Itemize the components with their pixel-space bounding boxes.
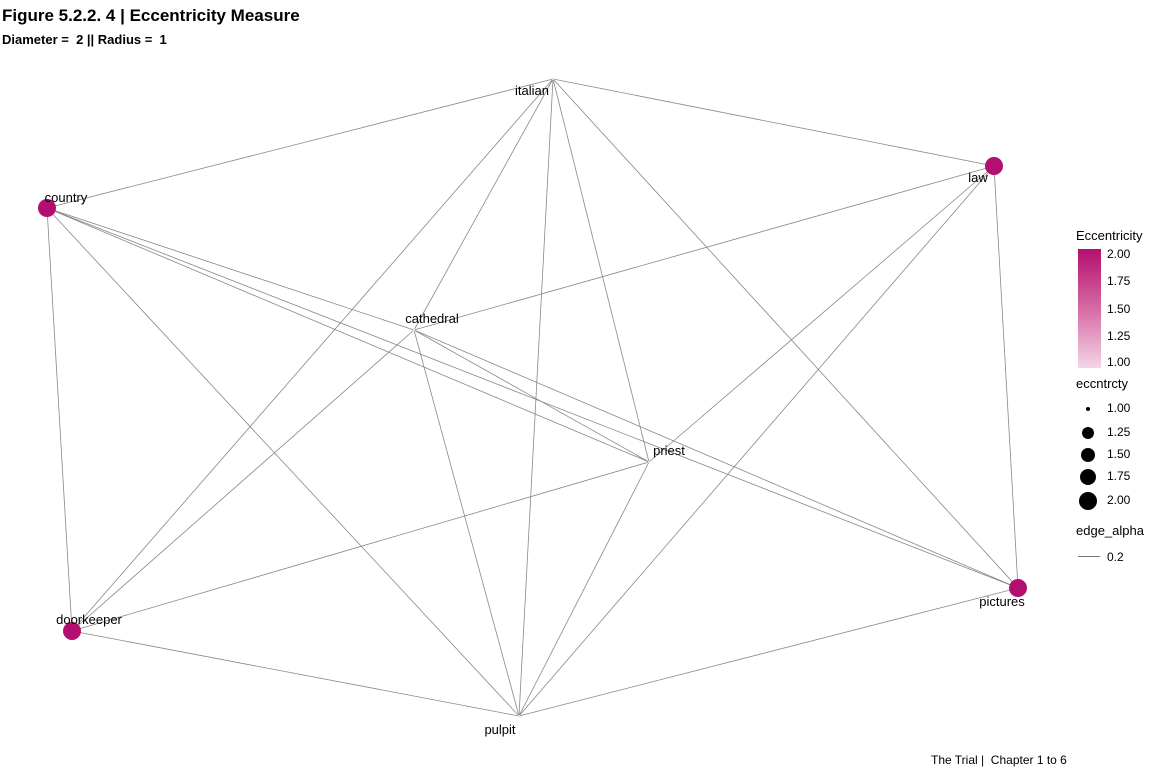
colorbar-tick: 1.50 (1107, 302, 1131, 316)
size-legend-item: 1.75 (1076, 466, 1152, 488)
edge-pictures-pulpit (518, 587, 1019, 717)
edge-italian-law (552, 78, 995, 167)
size-legend-label: 1.75 (1107, 469, 1131, 483)
size-dot (1080, 469, 1096, 485)
edge-priest-doorkeeper (71, 461, 650, 632)
colorbar-tick: 1.75 (1107, 274, 1131, 288)
edge-priest-pulpit (518, 461, 650, 717)
label-layer: italian law country cathedral priest pictures… (45, 83, 1026, 737)
node-label-law: law (968, 170, 988, 185)
edge-italian-cathedral (413, 78, 554, 331)
node-layer (38, 77, 1027, 718)
node-cathedral (412, 328, 416, 332)
edge-line-sample (1078, 556, 1100, 557)
colorbar-tick: 1.25 (1107, 329, 1131, 343)
edge-law-pulpit (518, 165, 995, 717)
edge-italian-priest (552, 78, 650, 463)
edge-country-doorkeeper (46, 207, 73, 632)
size-dot (1081, 448, 1095, 462)
edge-doorkeeper-pulpit (71, 630, 520, 717)
colorbar-tick: 1.00 (1107, 355, 1131, 369)
node-priest (647, 460, 651, 464)
node-italian (551, 77, 555, 81)
edge-country-priest (46, 207, 650, 463)
node-pictures (1009, 579, 1027, 597)
size-legend-item: 1.50 (1076, 444, 1152, 466)
edge-law-pictures (993, 165, 1019, 589)
size-legend-label: 1.00 (1107, 401, 1131, 415)
edge-law-priest (648, 165, 995, 463)
edge-alpha-legend-item: 0.2 (1076, 548, 1152, 566)
size-legend-label: 2.00 (1107, 493, 1131, 507)
figure-subtitle: Diameter = 2 || Radius = 1 (2, 32, 167, 47)
colorbar-tick: 2.00 (1107, 247, 1131, 261)
eccentricity-legend-title: Eccentricity (1076, 228, 1143, 243)
node-pulpit (517, 714, 521, 718)
edge-cathedral-priest (413, 329, 650, 463)
node-label-priest: priest (653, 443, 685, 458)
edge-italian-doorkeeper (71, 78, 554, 632)
edge-cathedral-doorkeeper (71, 329, 415, 632)
figure-title: Figure 5.2.2. 4 | Eccentricity Measure (2, 6, 300, 25)
size-legend-label: 1.50 (1107, 447, 1131, 461)
node-label-pulpit: pulpit (484, 722, 515, 737)
size-legend-item: 1.00 (1076, 398, 1152, 420)
node-label-doorkeeper: doorkeeper (56, 612, 122, 627)
edge-cathedral-pulpit (413, 329, 520, 717)
size-dot (1082, 427, 1094, 439)
size-legend-label: 1.25 (1107, 425, 1131, 439)
node-label-pictures: pictures (979, 594, 1025, 609)
node-label-cathedral: cathedral (405, 311, 459, 326)
size-legend-title: eccntrcty (1076, 376, 1129, 391)
edge-alpha-legend-title: edge_alpha (1076, 523, 1144, 538)
node-country (38, 199, 56, 217)
figure-caption: The Trial | Chapter 1 to 6 (931, 753, 1067, 767)
edge-country-cathedral (46, 207, 415, 331)
size-legend-item: 2.00 (1076, 490, 1152, 512)
edge-country-pulpit (46, 207, 520, 717)
node-label-italian: italian (515, 83, 549, 98)
edge-cathedral-pictures (413, 329, 1019, 589)
edge-italian-pictures (552, 78, 1019, 589)
edge-country-pictures (46, 207, 1019, 589)
size-dot (1086, 407, 1090, 411)
edge-italian-pulpit (518, 78, 554, 717)
node-label-country: country (45, 190, 88, 205)
node-doorkeeper (63, 622, 81, 640)
node-law (985, 157, 1003, 175)
edge-italian-country (46, 78, 554, 209)
edge-layer (46, 78, 1019, 717)
size-dot (1079, 492, 1097, 510)
eccentricity-colorbar (1078, 249, 1101, 368)
size-legend-item: 1.25 (1076, 422, 1152, 444)
edge-law-cathedral (413, 165, 995, 331)
edge-alpha-label: 0.2 (1107, 550, 1124, 564)
